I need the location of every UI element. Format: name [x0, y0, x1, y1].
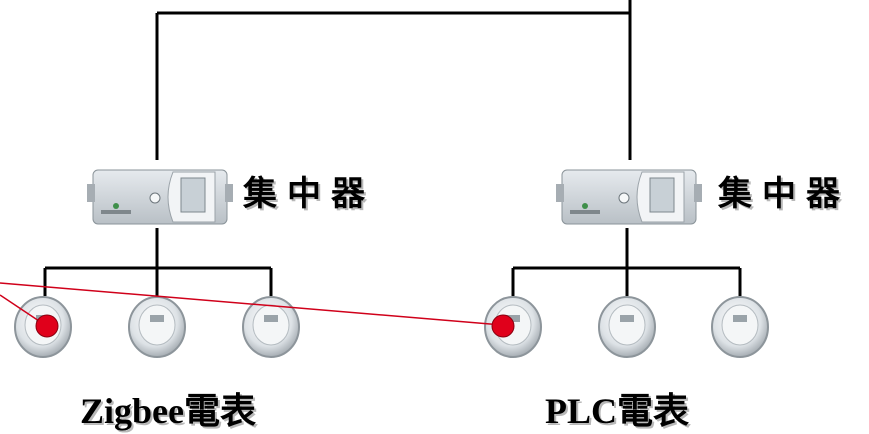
concentrator-label-right: 集中器: [718, 166, 850, 215]
concentrator-device-right: [556, 170, 702, 224]
concentrator-label-left: 集中器: [243, 166, 375, 215]
zigbee-meter-label: Zigbee電表: [80, 382, 256, 434]
backbone-lines: [157, 0, 630, 160]
plc-meter-label: PLC電表: [545, 382, 689, 434]
plc-meter-2: [599, 297, 655, 357]
right-meter-bus: [513, 228, 740, 296]
concentrator-device-left: [87, 170, 233, 224]
highlight-dot-zigbee-meter: [36, 315, 58, 337]
left-meter-bus: [45, 228, 271, 296]
highlight-dot-plc-meter: [492, 315, 514, 337]
plc-meter-3: [712, 297, 768, 357]
zigbee-meter-2: [129, 297, 185, 357]
